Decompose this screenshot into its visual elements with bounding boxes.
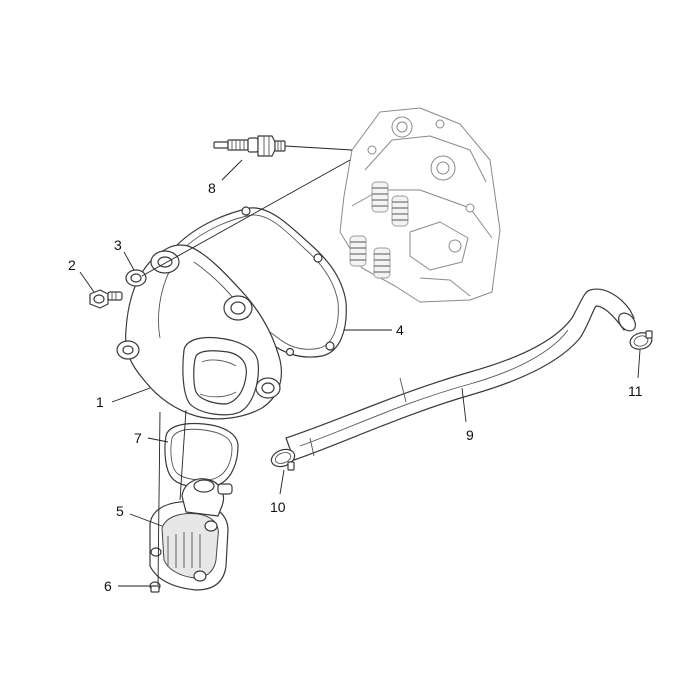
callout-2: 2 (68, 257, 95, 293)
callout-label: 3 (114, 237, 122, 253)
callout-label: 10 (270, 499, 286, 515)
callout-label: 1 (96, 394, 104, 410)
callout-10: 10 (270, 469, 286, 515)
hose-clamp (270, 448, 296, 471)
callout-label: 8 (208, 180, 216, 196)
mounting-boss (255, 377, 281, 399)
callout-label: 11 (628, 383, 643, 399)
spark-plug (213, 135, 286, 157)
callout-7: 7 (134, 430, 169, 446)
mounting-boss (223, 295, 253, 321)
callout-11: 11 (628, 349, 643, 399)
mounting-boss (116, 340, 140, 360)
callout-1: 1 (96, 387, 151, 410)
hose-clamp (629, 330, 653, 350)
callout-label: 4 (396, 322, 404, 338)
valve-spring (373, 247, 391, 279)
callout-6: 6 (104, 578, 150, 594)
callout-label: 2 (68, 257, 76, 273)
breather-o-ring (164, 422, 239, 489)
mounting-boss (150, 250, 180, 274)
breather-housing (149, 478, 233, 591)
callout-5: 5 (116, 503, 163, 527)
valve-spring (371, 181, 389, 213)
callout-3: 3 (114, 237, 135, 271)
valve-cover (116, 244, 283, 420)
alignment-lines (141, 145, 353, 586)
callout-4: 4 (344, 322, 404, 338)
cylinder-head (339, 107, 501, 303)
callout-8: 8 (208, 159, 243, 196)
callout-label: 9 (466, 427, 474, 443)
sealing-washer (125, 269, 147, 287)
cover-bolt (89, 289, 123, 309)
callout-label: 7 (134, 430, 142, 446)
breather-hose (285, 288, 636, 461)
valve-spring (391, 195, 409, 227)
valve-spring (349, 235, 367, 267)
breather-port (182, 336, 259, 416)
callout-label: 5 (116, 503, 124, 519)
housing-screw (149, 581, 161, 593)
callout-9: 9 (461, 387, 474, 443)
callout-label: 6 (104, 578, 112, 594)
